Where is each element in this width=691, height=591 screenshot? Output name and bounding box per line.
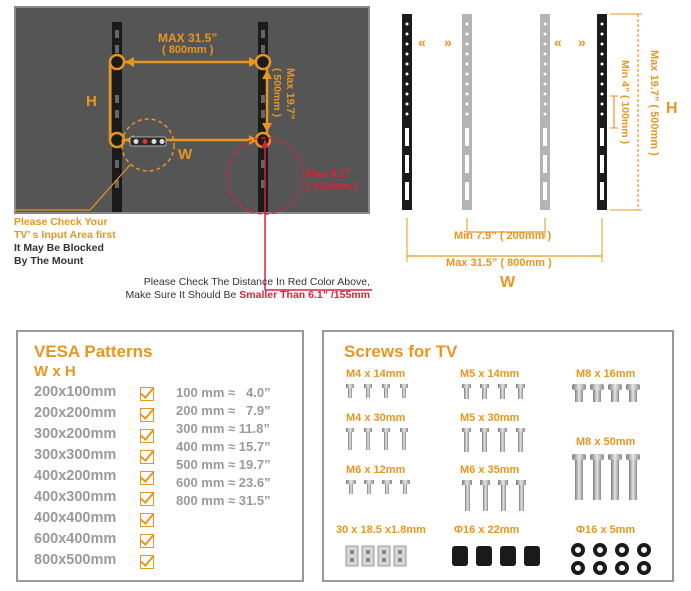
vesa-pattern-row: 800x500mm xyxy=(34,552,116,568)
mount-hole-tr xyxy=(254,53,272,71)
screw-label-m5x30: M5 x 30mm xyxy=(460,412,520,424)
vesa-pattern-label: 200x100mm xyxy=(34,384,117,400)
screws-m4x14 xyxy=(346,384,408,398)
tv-back-panel xyxy=(14,6,370,214)
tv-diagram-svg xyxy=(14,13,642,291)
distance-note: Please Check The Distance In Red Color A… xyxy=(125,276,370,301)
check-icon xyxy=(140,408,154,422)
vesa-title: VESA Patterns xyxy=(34,342,153,361)
washer-label-16x5: Φ16 x 5mm xyxy=(576,524,636,536)
bracket-h-label: H xyxy=(666,100,678,117)
screw-label-m4x14: M4 x 14mm xyxy=(346,368,406,380)
conversion-row: 400 mm ≈ 15.7” xyxy=(176,439,271,454)
tv-max-width-label: MAX 31.5” xyxy=(158,31,218,45)
tv-max-height-label: Max 19.7” xyxy=(284,68,296,120)
vesa-pattern-label: 400x300mm xyxy=(34,489,117,505)
screws-m8x50 xyxy=(572,454,640,500)
screws-illustration xyxy=(345,384,651,575)
screws-m6x12 xyxy=(346,480,410,494)
tv-max-width-mm: ( 800mm ) xyxy=(162,44,214,56)
arrow-right-2: » xyxy=(578,34,586,50)
conversion-row: 500 mm ≈ 19.7” xyxy=(176,457,271,472)
vesa-pattern-row: 300x300mm xyxy=(34,447,116,463)
bracket-w-label: W xyxy=(500,274,516,291)
tv-red-distance-label: Max 6.1” xyxy=(306,168,352,180)
tv-red-distance-mm: ( 155mm ) xyxy=(306,181,358,193)
screw-label-m6x12: M6 x 12mm xyxy=(346,464,406,476)
vesa-pattern-row: 600x400mm xyxy=(34,531,116,547)
arrow-left-2: » xyxy=(444,34,452,50)
tv-w-label: W xyxy=(178,146,193,163)
vesa-pattern-list: 200x100mm 200x200mm 300x200mm 300x300mm 400x… xyxy=(34,384,174,574)
check-icon xyxy=(140,471,154,485)
vesa-pattern-label: 600x400mm xyxy=(34,531,117,547)
conversion-row: 800 mm ≈ 31.5” xyxy=(176,493,271,508)
screws-m6x35 xyxy=(462,480,526,511)
mm-inch-conversion-list: 100 mm ≈ 4.0” 200 mm ≈ 7.9” 300 mm ≈ 11.8”… xyxy=(176,385,302,515)
check-icon xyxy=(140,513,154,527)
tv-max-height-mm: ( 500mm ) xyxy=(271,68,283,118)
input-area-highlight xyxy=(121,118,175,172)
bracket-gray-right xyxy=(540,14,550,210)
vesa-pattern-label: 300x300mm xyxy=(34,447,117,463)
screw-label-m8x50: M8 x 50mm xyxy=(576,436,636,448)
vesa-pattern-row: 400x200mm xyxy=(34,468,116,484)
screws-m5x14 xyxy=(462,384,525,399)
bracket-max-width-label: Max 31.5” ( 800mm ) xyxy=(446,257,552,269)
bracket-min-width-label: Min 7.9” ( 200mm ) xyxy=(454,230,552,242)
conversion-row: 100 mm ≈ 4.0” xyxy=(176,385,271,400)
input-area-note: Please Check Your TV’ s Input Area first… xyxy=(14,216,116,267)
washers-16x5 xyxy=(571,543,651,575)
screws-box: Screws for TV M4 x 14mm M5 x 14mm M8 x 1… xyxy=(322,330,674,582)
screw-label-m8x16: M8 x 16mm xyxy=(576,368,636,380)
check-icon xyxy=(140,450,154,464)
vesa-pattern-label: 400x200mm xyxy=(34,468,117,484)
bracket-gray-left xyxy=(462,14,472,210)
check-icon xyxy=(140,387,154,401)
mount-hole-bl xyxy=(108,131,126,149)
arrow-right-1: « xyxy=(554,34,562,50)
conversion-row: 600 mm ≈ 23.6” xyxy=(176,475,271,490)
vesa-pattern-row: 200x100mm xyxy=(34,384,116,400)
vesa-pattern-row: 300x200mm xyxy=(34,426,116,442)
bracket-black-right xyxy=(597,14,607,210)
vesa-subtitle: W x H xyxy=(34,363,76,380)
screws-m5x30 xyxy=(462,428,525,452)
bracket-min-height-label: Min 4” ( 100mm ) xyxy=(619,60,631,145)
bracket-group xyxy=(402,14,607,210)
conversion-row: 200 mm ≈ 7.9” xyxy=(176,403,271,418)
vesa-pattern-label: 400x400mm xyxy=(34,510,117,526)
screw-label-m6x35: M6 x 35mm xyxy=(460,464,520,476)
screw-label-m4x30: M4 x 30mm xyxy=(346,412,406,424)
arrow-left-1: « xyxy=(418,34,426,50)
tv-input-ports xyxy=(129,136,167,147)
vesa-pattern-row: 400x400mm xyxy=(34,510,116,526)
spacer-label-plate: 30 x 18.5 x1.8mm xyxy=(336,524,426,536)
check-icon xyxy=(140,429,154,443)
bracket-black-left xyxy=(402,14,412,210)
vesa-patterns-box: VESA Patterns W x H 200x100mm 200x200mm 30… xyxy=(16,330,304,582)
tv-h-label: H xyxy=(86,93,97,110)
mount-hole-tl xyxy=(108,53,126,71)
vesa-pattern-row: 200x200mm xyxy=(34,405,116,421)
spacer-label-16x22: Φ16 x 22mm xyxy=(454,524,520,536)
bracket-max-height-label: Max 19.7” ( 500mm ) xyxy=(648,50,660,156)
screws-m4x30 xyxy=(346,428,408,450)
vesa-pattern-label: 200x200mm xyxy=(34,405,117,421)
vesa-pattern-row: 400x300mm xyxy=(34,489,116,505)
screws-title: Screws for TV xyxy=(344,342,458,361)
vesa-pattern-label: 800x500mm xyxy=(34,552,117,568)
conversion-row: 300 mm ≈ 11.8” xyxy=(176,421,270,436)
spacer-plates xyxy=(345,545,407,567)
screw-label-m5x14: M5 x 14mm xyxy=(460,368,520,380)
check-icon xyxy=(140,492,154,506)
screws-m8x16 xyxy=(572,384,640,402)
check-icon xyxy=(140,555,154,569)
vesa-pattern-label: 300x200mm xyxy=(34,426,117,442)
spacers-16x22 xyxy=(452,546,540,566)
check-icon xyxy=(140,534,154,548)
